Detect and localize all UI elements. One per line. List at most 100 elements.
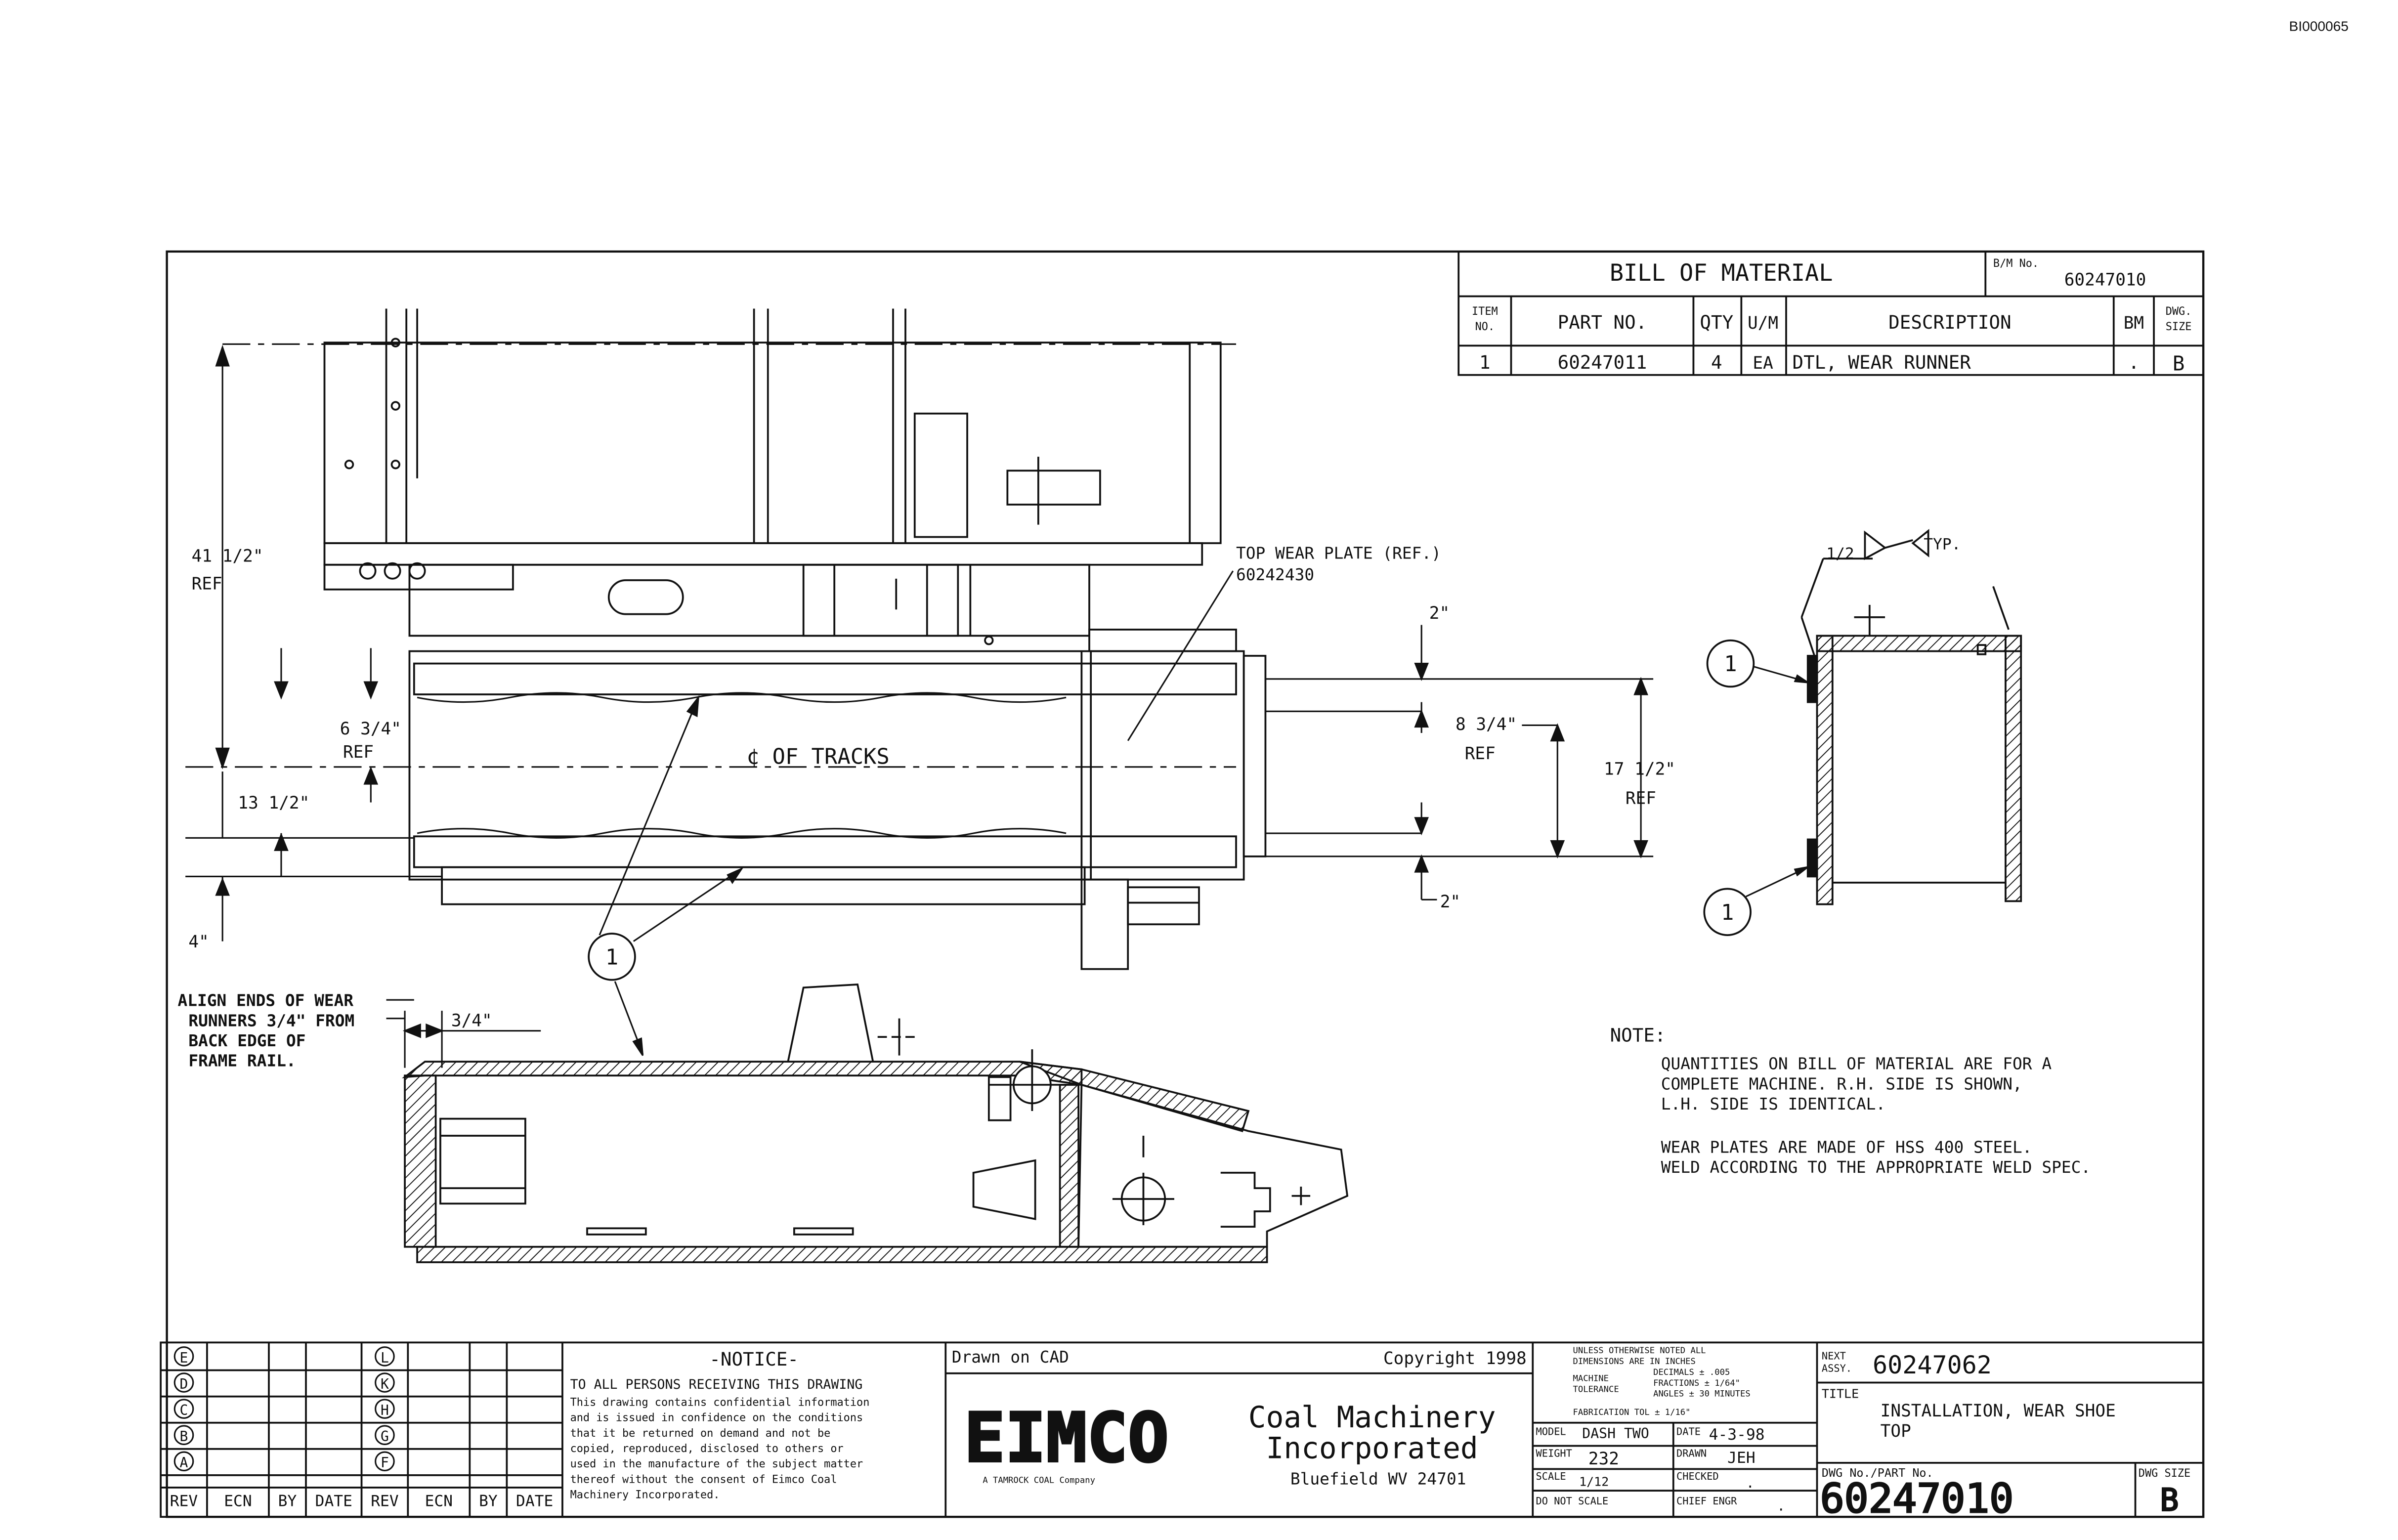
tolerance-value: ANGLES ± 30 MINUTES [1653,1389,1751,1399]
rev-letter: G [381,1428,389,1445]
dim-41-half: 41 1/2" [192,547,263,566]
tolerance-machine: MACHINE [1573,1373,1609,1383]
drawn-value: JEH [1727,1449,1755,1467]
bom-cell-qty: 4 [1711,351,1722,373]
bom-header-description: DESCRIPTION [1888,311,2011,333]
dim-13-half: 13 1/2" [238,793,309,813]
notice-line: TO ALL PERSONS RECEIVING THIS DRAWING [570,1377,863,1392]
balloon-label: 1 [1724,651,1737,677]
bom-header-size: SIZE [2166,321,2192,333]
company-name-line1: Coal Machinery [1248,1400,1496,1434]
note-line: QUANTITIES ON BILL OF MATERIAL ARE FOR A [1661,1055,2052,1073]
balloon-label: 1 [1721,900,1734,925]
notice-line: Machinery Incorporated. [570,1489,720,1501]
next-assy-value: 60247062 [1873,1351,1992,1379]
bom-cell-item: 1 [1479,351,1491,373]
bill-of-material [1457,251,2204,376]
top-wear-plate-label: TOP WEAR PLATE (REF.) [1236,544,1441,562]
do-not-scale: DO NOT SCALE [1536,1495,1609,1507]
rev-header-cell: REV [371,1492,398,1510]
chief-engr-label: CHIEF ENGR [1676,1495,1737,1507]
model-label: MODEL [1536,1426,1566,1438]
bom-cell-bm: . [2128,351,2140,373]
rev-letter: A [180,1454,188,1471]
notice-line: used in the manufacture of the subject m… [570,1458,863,1470]
note-line: WEAR PLATES ARE MADE OF HSS 400 STEEL. [1661,1138,2032,1156]
scale-label: SCALE [1536,1470,1566,1482]
bom-number: 60247010 [2064,270,2146,290]
side-view [401,984,1349,1263]
right-dimensions [1265,625,1654,900]
rev-header-cell: BY [479,1492,498,1510]
title-label: TITLE [1822,1387,1859,1401]
tolerance-value: DECIMALS ± .005 [1653,1368,1730,1377]
item-balloon-section-bottom: 1 [1703,865,1811,936]
bates-stamp: BI000065 [2289,18,2349,34]
bom-cell-part: 60247011 [1558,351,1647,373]
note-line: COMPLETE MACHINE. R.H. SIDE IS SHOWN, [1661,1074,2022,1093]
item-balloon-main: 1 [588,695,744,1056]
rev-letter: B [180,1428,188,1445]
title-info: NEXT ASSY. 60247062 TITLE INSTALLATION, … [1819,1350,2190,1523]
company-logo: EIMCO [964,1399,1169,1478]
company-name-line2: Incorporated [1266,1431,1478,1465]
notes-block: NOTE: QUANTITIES ON BILL OF MATERIAL ARE… [1610,1025,2091,1177]
notice-block: -NOTICE- TO ALL PERSONS RECEIVING THIS D… [570,1348,870,1501]
revision-letters-right: L K H G F [375,1346,395,1472]
company-block: Drawn on CAD Copyright 1998 EIMCO Coal M… [952,1348,1527,1489]
tolerance-value: FRACTIONS ± 1/64" [1653,1378,1740,1388]
bom-header-um: U/M [1748,313,1778,333]
tolerance-line: UNLESS OTHERWISE NOTED ALL [1573,1346,1706,1356]
drawn-label: DRAWN [1676,1447,1707,1459]
company-tagline: A TAMROCK COAL Company [983,1475,1095,1485]
weight-label: WEIGHT [1536,1447,1572,1459]
plan-view [323,308,1267,970]
bom-header-item-no: NO. [1475,321,1495,333]
rev-letter: C [180,1402,188,1418]
bom-title: BILL OF MATERIAL [1610,260,1833,287]
rev-letter: K [381,1376,389,1392]
align-note-line: BACK EDGE OF [188,1031,305,1050]
tolerance-line: DIMENSIONS ARE IN INCHES [1573,1357,1696,1367]
rev-header-cell: ECN [425,1492,453,1510]
dim-17-half-ref: REF [1626,789,1656,809]
drawing-title: INSTALLATION, WEAR SHOE [1881,1401,2116,1421]
notice-line: that it be returned on demand and not be [570,1427,831,1440]
bom-header-item: ITEM [1472,305,1498,318]
rev-header-cell: REV [170,1492,198,1510]
dim-2-bottom: 2" [1440,892,1460,912]
weld-size-label: 1/2 [1826,545,1854,562]
dim-8-3-4: 8 3/4" [1456,715,1517,734]
tolerance-fab: FABRICATION TOL ± 1/16" [1573,1408,1691,1417]
rev-letter: H [381,1402,389,1418]
notice-line: copied, reproduced, disclosed to others … [570,1443,844,1455]
dwg-size-label: DWG SIZE [2139,1467,2190,1480]
dim-17-half: 17 1/2" [1604,759,1675,779]
bom-header-dwg: DWG. [2166,305,2192,318]
notice-line: and is issued in confidence on the condi… [570,1412,863,1424]
rev-letter: E [180,1350,188,1366]
align-note-line: FRAME RAIL. [188,1051,296,1070]
item-balloon-section-top: 1 [1706,639,1811,688]
checked-label: CHECKED [1676,1470,1719,1482]
align-note: ALIGN ENDS OF WEAR RUNNERS 3/4" FROM BAC… [178,991,541,1070]
dim-3-4: 3/4" [451,1011,492,1030]
bom-header-qty: QTY [1700,311,1733,333]
dim-6-3-4: 6 3/4" [340,719,401,739]
rev-header-cell: ECN [224,1492,252,1510]
dwg-number-label: DWG No./PART No. [1822,1466,1933,1480]
next-assy-label: NEXT [1822,1350,1846,1362]
model-value: DASH TWO [1582,1425,1649,1442]
dim-6-3-4-ref: REF [343,742,374,762]
dwg-size: B [2160,1482,2179,1518]
next-assy-label: ASSY. [1822,1363,1852,1374]
rev-letter: D [180,1376,188,1392]
date-value: 4-3-98 [1709,1426,1765,1444]
info-block: MODEL DASH TWO DATE 4-3-98 WEIGHT 232 DR… [1536,1425,1786,1514]
rev-header-cell: BY [278,1492,297,1510]
rev-header-cell: DATE [516,1492,553,1510]
dim-2-top: 2" [1429,603,1450,623]
note-label: NOTE: [1610,1025,1666,1046]
title-block-lines [160,1341,2204,1518]
